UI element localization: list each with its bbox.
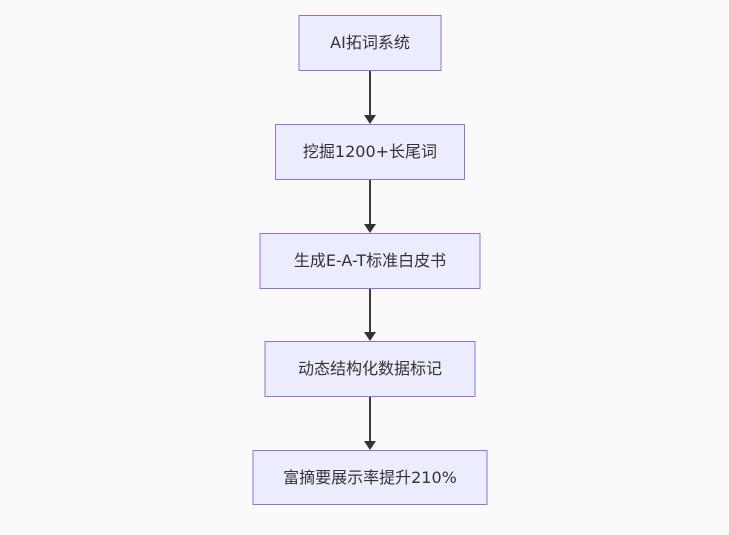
arrow-head-icon [364, 224, 376, 233]
flowchart-node-ai-expansion-system: AI拓词系统 [298, 15, 442, 71]
flowchart-node-longtail-mining: 挖掘1200+长尾词 [275, 124, 465, 180]
node-label: 动态结构化数据标记 [297, 359, 442, 378]
arrow-line [369, 289, 371, 334]
flow-arrow-4 [364, 397, 376, 450]
node-label: 挖掘1200+长尾词 [302, 142, 438, 161]
node-label: 生成E-A-T标准白皮书 [293, 251, 447, 270]
flowchart-node-eat-whitepaper: 生成E-A-T标准白皮书 [259, 233, 481, 289]
node-label: 富摘要展示率提升210% [283, 467, 457, 487]
node-label: AI拓词系统 [330, 33, 410, 52]
flow-arrow-1 [364, 71, 376, 124]
arrow-head-icon [364, 332, 376, 341]
arrow-line [369, 71, 371, 117]
flow-arrow-3 [364, 289, 376, 341]
arrow-line [369, 180, 371, 226]
arrow-head-icon [364, 115, 376, 124]
arrow-line [369, 397, 371, 443]
flowchart-node-rich-snippet-uplift: 富摘要展示率提升210% [252, 450, 488, 505]
flowchart-node-structured-data-markup: 动态结构化数据标记 [264, 341, 476, 397]
arrow-head-icon [364, 441, 376, 450]
flow-arrow-2 [364, 180, 376, 233]
